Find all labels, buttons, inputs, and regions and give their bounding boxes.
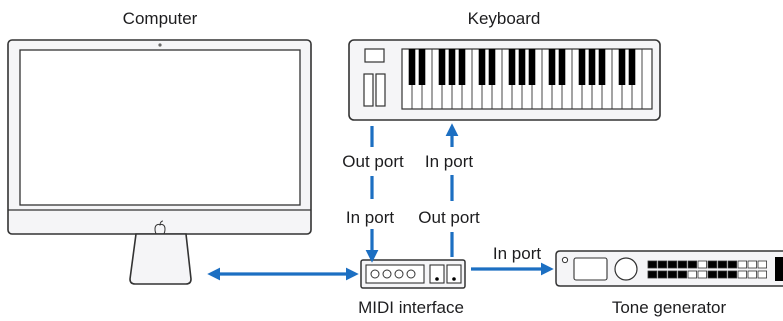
connection-arrows — [207, 123, 554, 281]
tone-button — [727, 270, 738, 279]
tone-button — [737, 260, 748, 269]
computer-stand — [129, 233, 192, 285]
black-key — [438, 49, 446, 85]
tone-in-port-label: In port — [493, 244, 541, 263]
tone-button — [687, 260, 698, 269]
midi-out-jack — [446, 264, 462, 284]
tone-button — [757, 270, 768, 279]
tone-button — [657, 260, 668, 269]
midi-led — [406, 269, 416, 279]
midi-in-jack — [429, 264, 445, 284]
tone-button — [657, 270, 668, 279]
pitch-wheel — [363, 73, 374, 107]
tone-button — [707, 260, 718, 269]
black-key — [548, 49, 556, 85]
midi-interface-label: MIDI interface — [358, 298, 464, 317]
midi-led — [382, 269, 392, 279]
tone-button — [687, 270, 698, 279]
tone-button — [667, 270, 678, 279]
tone-power-led — [561, 256, 569, 264]
black-key — [448, 49, 456, 85]
keyboard-in-port-label: In port — [425, 152, 473, 171]
keyboard-out-port-label: Out port — [342, 152, 404, 171]
tone-knob — [614, 257, 638, 281]
keyboard-device — [348, 39, 661, 121]
midi-in-port-label: In port — [346, 208, 394, 227]
midi-out-port-label: Out port — [418, 208, 480, 227]
tone-button — [757, 260, 768, 269]
camera-dot — [158, 43, 162, 47]
tone-button — [727, 260, 738, 269]
tone-button — [697, 270, 708, 279]
black-keys — [408, 49, 636, 85]
tone-generator-device — [555, 250, 783, 287]
computer-label: Computer — [123, 9, 198, 28]
tone-display — [573, 257, 608, 281]
tone-button — [747, 260, 758, 269]
tone-button — [717, 260, 728, 269]
tone-button — [737, 270, 748, 279]
black-key — [508, 49, 516, 85]
black-key — [588, 49, 596, 85]
tone-slot — [775, 257, 783, 281]
black-key — [418, 49, 426, 85]
keyboard-label: Keyboard — [468, 9, 541, 28]
black-key — [528, 49, 536, 85]
tone-button — [667, 260, 678, 269]
midi-interface-device — [360, 259, 466, 289]
computer-device — [7, 39, 312, 285]
tone-button — [677, 260, 688, 269]
tone-button — [647, 270, 658, 279]
tone-button — [717, 270, 728, 279]
black-key — [628, 49, 636, 85]
tone-button — [677, 270, 688, 279]
mod-wheel — [375, 73, 386, 107]
midi-led — [394, 269, 404, 279]
black-key — [408, 49, 416, 85]
tone-button — [747, 270, 758, 279]
midi-out-jack-dot — [452, 277, 456, 281]
black-key — [558, 49, 566, 85]
tone-buttons — [647, 260, 768, 279]
black-key — [478, 49, 486, 85]
black-key — [618, 49, 626, 85]
tone-button — [647, 260, 658, 269]
black-key — [518, 49, 526, 85]
black-key — [578, 49, 586, 85]
midi-in-jack-dot — [435, 277, 439, 281]
black-key — [458, 49, 466, 85]
tone-button — [697, 260, 708, 269]
tone-button — [707, 270, 718, 279]
midi-led — [370, 269, 380, 279]
computer-screen — [19, 49, 301, 206]
tone-generator-label: Tone generator — [612, 298, 727, 317]
black-key — [598, 49, 606, 85]
black-key — [488, 49, 496, 85]
keyboard-button — [364, 48, 385, 63]
